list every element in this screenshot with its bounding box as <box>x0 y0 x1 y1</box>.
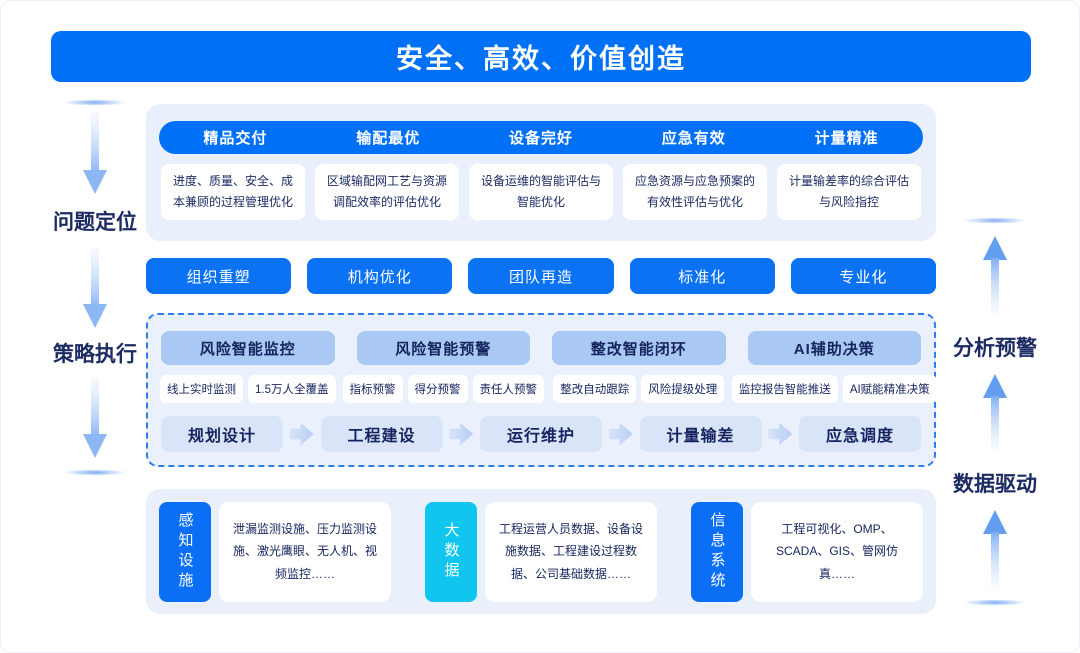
data-category-box: 感知设施 <box>159 501 211 602</box>
strategy-button: 机构优化 <box>307 258 453 294</box>
goals-panel: 精品交付 输配最优 设备完好 应急有效 计量精准 进度、质量、安全、成本兼顾的过… <box>146 104 936 241</box>
process-step: 运行维护 <box>480 416 602 452</box>
flow-label-analysis: 分析预警 <box>953 337 1037 360</box>
dash-divider <box>58 100 132 105</box>
goal-cards-row: 进度、质量、安全、成本兼顾的过程管理优化 区域输配网工艺与资源调配效率的评估优化… <box>161 164 921 220</box>
process-flow-row: 规划设计 工程建设 运行维护 计量输差 应急调度 <box>161 416 921 452</box>
down-arrow-icon <box>83 378 107 458</box>
capability-tag: 得分预警 <box>407 375 468 403</box>
capability-pill: 风险智能监控 <box>161 331 335 365</box>
capability-tag: 1.5万人全覆盖 <box>248 375 336 403</box>
capability-tag: 责任人预警 <box>472 375 544 403</box>
down-arrow-icon <box>83 112 107 194</box>
dash-divider <box>58 470 132 475</box>
process-step: 应急调度 <box>799 416 921 452</box>
strategy-button: 标准化 <box>629 258 775 294</box>
strategy-button: 团队再造 <box>468 258 614 294</box>
capability-pill: 整改智能闭环 <box>552 331 726 365</box>
data-group: 大数据 工程运营人员数据、设备设施数据、工程建设过程数据、公司基础数据…… <box>425 501 657 602</box>
process-step: 规划设计 <box>161 416 283 452</box>
capability-pills-row: 风险智能监控 风险智能预警 整改智能闭环 AI辅助决策 <box>161 331 921 365</box>
goal-desc-card: 应急资源与应急预案的有效性评估与优化 <box>623 164 767 220</box>
process-step: 计量输差 <box>639 416 762 452</box>
capability-pill: 风险智能预警 <box>356 331 530 365</box>
data-desc-card: 泄漏监测设施、压力监测设施、激光鹰眼、无人机、视频监控…… <box>219 501 391 602</box>
banner-title: 安全、高效、价值创造 <box>51 31 1031 82</box>
goal-pill-bar: 精品交付 输配最优 设备完好 应急有效 计量精准 <box>159 121 923 154</box>
data-desc-card: 工程可视化、OMP、SCADA、GIS、管网仿真…… <box>751 501 923 602</box>
up-arrow-icon <box>983 236 1007 316</box>
flow-arrow-icon <box>289 422 314 446</box>
capability-tag: 指标预警 <box>342 375 403 403</box>
capability-tag: 监控报告智能推送 <box>731 375 838 403</box>
data-category-box: 大数据 <box>425 501 477 602</box>
goal-pill: 计量精准 <box>814 130 879 147</box>
capability-tag: 线上实时监测 <box>160 375 243 403</box>
flow-label-strategy: 策略执行 <box>53 343 137 366</box>
capability-tag: 整改自动跟踪 <box>553 375 637 403</box>
capabilities-panel: 风险智能监控 风险智能预警 整改智能闭环 AI辅助决策 线上实时监测 1.5万人… <box>146 313 937 467</box>
down-arrow-icon <box>83 248 107 328</box>
goal-desc-card: 计量输差率的综合评估与风险指控 <box>777 164 921 220</box>
flow-label-problem: 问题定位 <box>53 211 137 234</box>
flow-arrow-icon <box>449 422 474 446</box>
dash-divider <box>958 218 1032 223</box>
capability-pill: AI辅助决策 <box>747 331 921 365</box>
process-step: 工程建设 <box>320 416 443 452</box>
goal-pill: 输配最优 <box>356 130 421 147</box>
left-flow-rail: 问题定位 策略执行 <box>31 96 159 491</box>
capability-tag: 风险提级处理 <box>641 375 725 403</box>
data-group: 感知设施 泄漏监测设施、压力监测设施、激光鹰眼、无人机、视频监控…… <box>159 501 391 602</box>
goal-desc-card: 进度、质量、安全、成本兼顾的过程管理优化 <box>161 164 305 220</box>
dash-divider <box>958 600 1032 605</box>
flow-arrow-icon <box>608 422 633 446</box>
flow-label-data-driven: 数据驱动 <box>953 473 1037 496</box>
goal-pill: 设备完好 <box>508 130 573 147</box>
up-arrow-icon <box>983 510 1007 590</box>
flow-arrow-icon <box>768 422 793 446</box>
data-layer-panel: 感知设施 泄漏监测设施、压力监测设施、激光鹰眼、无人机、视频监控…… 大数据 工… <box>146 489 936 614</box>
goal-desc-card: 区域输配网工艺与资源调配效率的评估优化 <box>315 164 459 220</box>
up-arrow-icon <box>983 374 1007 452</box>
goal-pill: 应急有效 <box>661 130 726 147</box>
goal-pill: 精品交付 <box>203 130 268 147</box>
goal-desc-card: 设备运维的智能评估与智能优化 <box>469 164 613 220</box>
data-group: 信息系统 工程可视化、OMP、SCADA、GIS、管网仿真…… <box>691 501 923 602</box>
strategy-button: 组织重塑 <box>146 258 292 294</box>
strategy-button: 专业化 <box>790 258 937 294</box>
strategy-buttons-row: 组织重塑 机构优化 团队再造 标准化 专业化 <box>146 258 937 294</box>
capability-tags-row: 线上实时监测 1.5万人全覆盖 指标预警 得分预警 责任人预警 整改自动跟踪 风… <box>160 375 937 403</box>
capability-tag: AI赋能精准决策 <box>842 375 937 403</box>
data-desc-card: 工程运营人员数据、设备设施数据、工程建设过程数据、公司基础数据…… <box>485 501 657 602</box>
data-category-box: 信息系统 <box>691 501 743 602</box>
right-flow-rail: 分析预警 数据驱动 <box>931 216 1059 611</box>
